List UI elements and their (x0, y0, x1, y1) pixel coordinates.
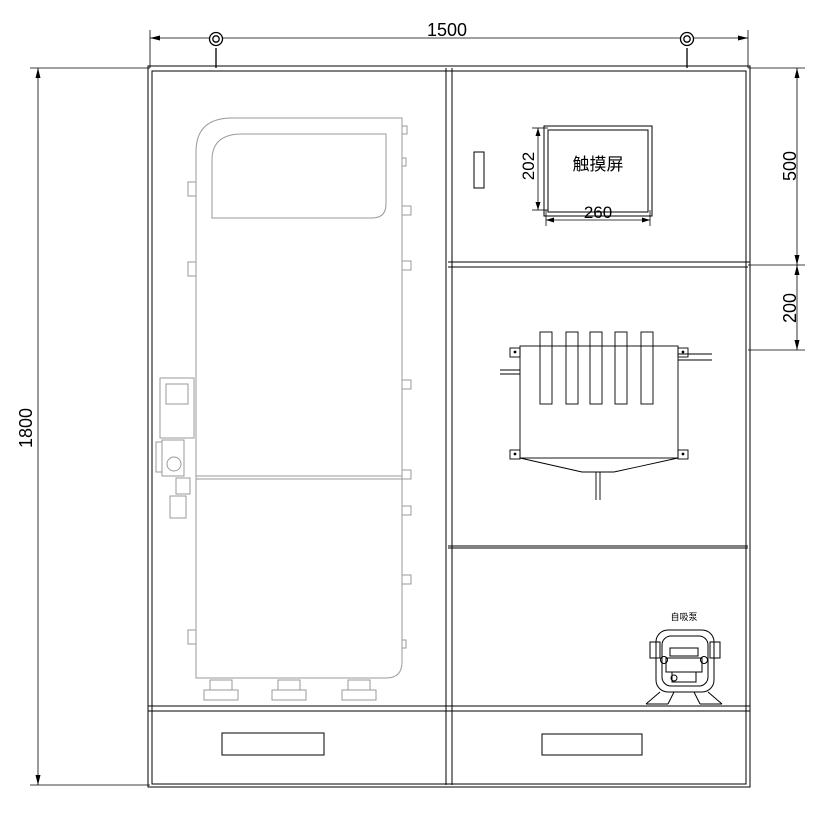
middle-gap-dimension-label: 200 (780, 293, 800, 323)
distribution-tank (500, 331, 712, 500)
width-dimension-label: 1500 (427, 20, 467, 40)
top-section-dimension-label: 500 (780, 151, 800, 181)
cabinet-frame (147, 65, 751, 788)
distribution-tank-fasteners (513, 350, 685, 456)
self-priming-pump (645, 629, 723, 705)
screen-height-dimension-label: 202 (519, 152, 538, 180)
dimension-arrows (35, 35, 800, 785)
indicator-light (473, 151, 485, 189)
height-dimension-label: 1800 (16, 408, 36, 448)
touch-screen (543, 125, 653, 217)
touch-screen-label: 触摸屏 (573, 155, 624, 175)
lifting-eye-right (679, 31, 695, 68)
analyzer-cabinet (155, 117, 412, 701)
self-priming-pump-label: 自吸泵 (670, 611, 697, 623)
dimension-lines (30, 30, 805, 786)
lifting-eye-left (208, 31, 224, 68)
